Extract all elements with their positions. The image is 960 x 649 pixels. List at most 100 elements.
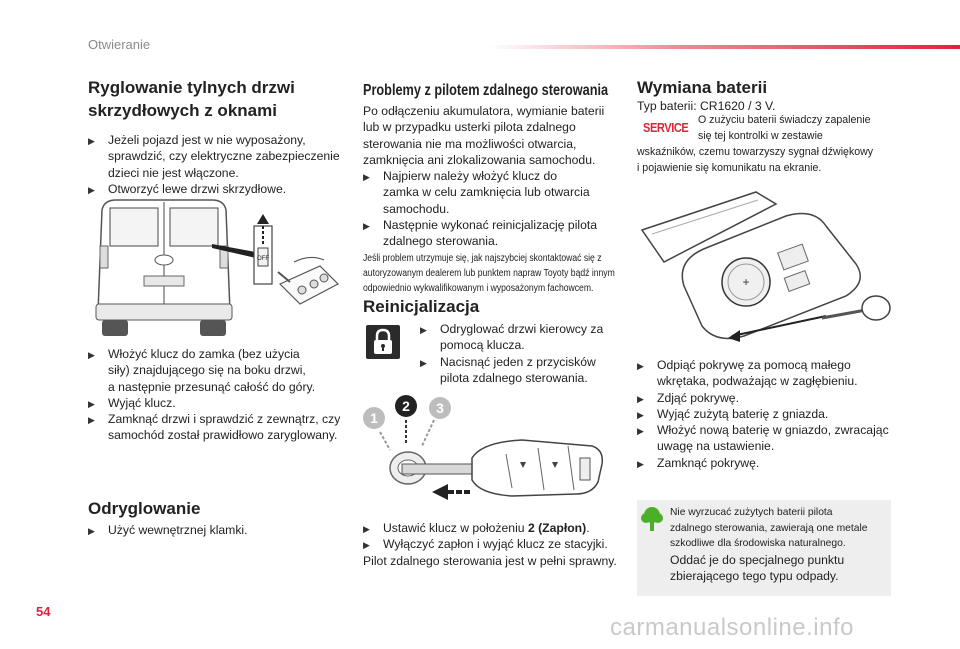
remote-step-1-l3: samochodu. (383, 201, 450, 216)
rear-doors-step-3-l3: a następnie przesunąć całość do góry. (108, 379, 316, 394)
tree-icon (641, 507, 663, 531)
bullet-icon: ▶ (88, 184, 95, 195)
watermark-text: carmanualsonline.info (610, 614, 854, 641)
bullet-icon: ▶ (637, 426, 644, 437)
section-title: Otwieranie (88, 37, 151, 52)
intro-line-3: sterowania nie ma możliwości otwarcia, (363, 136, 577, 151)
note-line-3: odpowiednio wykwalifikowanym i wyposażon… (363, 282, 594, 294)
eco-line-3: szkodliwe dla środowiska naturalnego. (670, 538, 846, 549)
step-label-1: 1 (370, 410, 378, 426)
padlock-icon (366, 325, 400, 359)
list-item: ▶ Odryglować drzwi kierowcy za pomocą kl… (420, 321, 630, 354)
remote-note: Jeśli problem utrzymuje się, jak najszyb… (363, 251, 625, 296)
unlocking-steps: ▶ Użyć wewnętrznej klamki. (88, 522, 348, 538)
reinit-title: Reinicjalizacja (363, 297, 480, 316)
remote-problems-title: Problemy z pilotem zdalnego sterowania (363, 82, 609, 99)
remote-step-2-l2: zdalnego sterowania. (383, 234, 499, 249)
intro-line-4: zamknięcia ani zlokalizowania samochodu. (363, 152, 596, 167)
remote-problems-intro: Po odłączeniu akumulatora, wymianie bate… (363, 103, 625, 168)
rear-doors-step-1-l2: sprawdzić, czy elektryczne zabezpieczeni… (108, 149, 340, 164)
battery-step-3: Wyjąć zużytą baterię z gniazda. (657, 406, 829, 421)
bullet-icon: ▶ (637, 409, 644, 420)
service-note-bottom: wskaźników, czemu towarzyszy sygnał dźwi… (637, 145, 897, 176)
rear-doors-steps-top: ▶ Jeżeli pojazd jest w nie wyposażony, s… (88, 132, 348, 197)
header-accent-bar (490, 45, 960, 49)
battery-step-4-l2: uwagę na ustawienie. (657, 439, 775, 454)
reinit-steps: ▶ Odryglować drzwi kierowcy za pomocą kl… (420, 321, 630, 386)
list-item: ▶ Włożyć klucz do zamka (bez użycia siły… (88, 346, 348, 395)
unlocking-step-1: Użyć wewnętrznej klamki. (108, 523, 248, 537)
bullet-icon: ▶ (88, 398, 95, 409)
rear-doors-step-5-l1: Zamknąć drzwi i sprawdzić z zewnątrz, cz… (108, 412, 341, 427)
ignition-position-label: 2 (Zapłon) (527, 521, 587, 535)
rear-doors-title: Ryglowanie tylnych drzwi skrzydłowych z … (88, 76, 348, 122)
list-item: ▶ Następnie wykonać reinicjalizację pilo… (363, 217, 625, 250)
list-item: ▶ Nacisnąć jeden z przycisków pilota zda… (420, 354, 630, 387)
lock-off-label: OFF (257, 256, 269, 262)
rear-doors-step-2: Otworzyć lewe drzwi skrzydłowe. (108, 181, 287, 196)
list-item: ▶ Wyłączyć zapłon i wyjąć klucz ze stacy… (363, 536, 625, 552)
van-rear-illustration: OFF (95, 199, 340, 336)
battery-step-5: Zamknąć pokrywę. (657, 455, 760, 470)
rear-doors-step-3-l2: siły) znajdującego się na boku drzwi, (108, 363, 306, 378)
ignition-key-illustration: 1 2 3 (363, 395, 604, 500)
bullet-icon: ▶ (363, 540, 370, 551)
bullet-icon: ▶ (88, 350, 95, 360)
remote-step-1-l1: Najpierw należy włożyć klucz do (383, 169, 558, 184)
list-item: ▶ Otworzyć lewe drzwi skrzydłowe. (88, 181, 348, 197)
bullet-icon: ▶ (363, 172, 370, 183)
reinit-step-1-l2: pomocą klucza. (440, 338, 525, 353)
bullet-icon: ▶ (363, 524, 370, 534)
service-note-top: O zużyciu baterii świadczy zapalenie się… (698, 113, 898, 144)
rear-doors-step-5-l2: samochód został prawidłowo zaryglowany. (108, 428, 338, 443)
reinit-step-2-l2: pilota zdalnego sterowania. (440, 370, 588, 385)
intro-line-1: Po odłączeniu akumulatora, wymianie bate… (363, 104, 605, 118)
note-line-2: autoryzowanym dealerem lub punktem napra… (363, 267, 615, 279)
service-line-4: i pojawienie się komunikatu na ekranie. (637, 161, 822, 174)
note-line-1: Jeśli problem utrzymuje się, jak najszyb… (363, 252, 602, 264)
intro-line-2: lub w przypadku usterki pilota zdalnego (363, 120, 576, 135)
service-line-2: się tej kontrolki w zestawie (698, 129, 823, 142)
ignition-step-1-pre: Ustawić klucz w położeniu (383, 521, 528, 535)
list-item: ▶ Zamknąć drzwi i sprawdzić z zewnątrz, … (88, 411, 348, 444)
battery-title: Wymiana baterii (637, 78, 768, 97)
service-warning-icon: SERVICE (643, 120, 689, 135)
ignition-steps: ▶ Ustawić klucz w położeniu 2 (Zapłon). … (363, 520, 625, 569)
battery-replacement-illustration: + (640, 191, 891, 342)
battery-step-4-l1: Włożyć nową baterię w gniazdo, zwracając (657, 423, 889, 438)
reinit-step-1-l1: Odryglować drzwi kierowcy za (440, 322, 604, 336)
rear-doors-step-3-l1: Włożyć klucz do zamka (bez użycia (108, 347, 300, 361)
list-item: ▶ Najpierw należy włożyć klucz do zamka … (363, 168, 625, 217)
rear-doors-step-1-l3: dzieci nie jest włączone. (108, 165, 239, 180)
list-item: ▶ Zamknąć pokrywę. (637, 455, 899, 471)
eco-line-5: zbierającego tego typu odpady. (670, 568, 839, 583)
battery-step-1-l1: Odpiąć pokrywę za pomocą małego (657, 358, 851, 372)
eco-line-1: Nie wyrzucać zużytych baterii pilota (670, 507, 833, 518)
bullet-icon: ▶ (420, 325, 427, 335)
rear-doors-steps-mid: ▶ Włożyć klucz do zamka (bez użycia siły… (88, 346, 348, 444)
bullet-icon: ▶ (88, 136, 95, 146)
list-item: ▶ Jeżeli pojazd jest w nie wyposażony, s… (88, 132, 348, 181)
rear-doors-title-line2: skrzydłowych z oknami (88, 101, 277, 120)
eco-line-2: zdalnego sterowania, zawierają one metal… (670, 522, 868, 534)
bullet-icon: ▶ (637, 393, 644, 404)
list-item: ▶ Odpiąć pokrywę za pomocą małego wkręta… (637, 357, 899, 390)
ignition-step-1-post: . (586, 521, 590, 535)
bullet-icon: ▶ (88, 526, 95, 536)
page-number: 54 (36, 604, 51, 619)
list-item: ▶ Zdjąć pokrywę. (637, 390, 899, 406)
battery-step-2: Zdjąć pokrywę. (657, 390, 739, 405)
ignition-step-2: Wyłączyć zapłon i wyjąć klucz ze stacyjk… (383, 537, 608, 552)
battery-type: Typ baterii: CR1620 / 3 V. (637, 99, 776, 113)
list-item: ▶ Ustawić klucz w położeniu 2 (Zapłon). (363, 520, 625, 536)
rear-doors-step-1-l1: Jeżeli pojazd jest w nie wyposażony, (108, 133, 306, 147)
step-label-3: 3 (436, 400, 444, 416)
svg-text:+: + (742, 275, 749, 289)
rear-doors-locking-section: Ryglowanie tylnych drzwi skrzydłowych z … (88, 76, 348, 197)
bullet-icon: ▶ (420, 357, 427, 368)
service-line-3: wskaźników, czemu towarzyszy sygnał dźwi… (637, 146, 874, 158)
eco-note-box (637, 500, 891, 596)
step-label-2: 2 (402, 398, 410, 414)
remote-problems-body: Po odłączeniu akumulatora, wymianie bate… (363, 103, 625, 296)
eco-line-4: Oddać je do specjalnego punktu (670, 552, 845, 567)
